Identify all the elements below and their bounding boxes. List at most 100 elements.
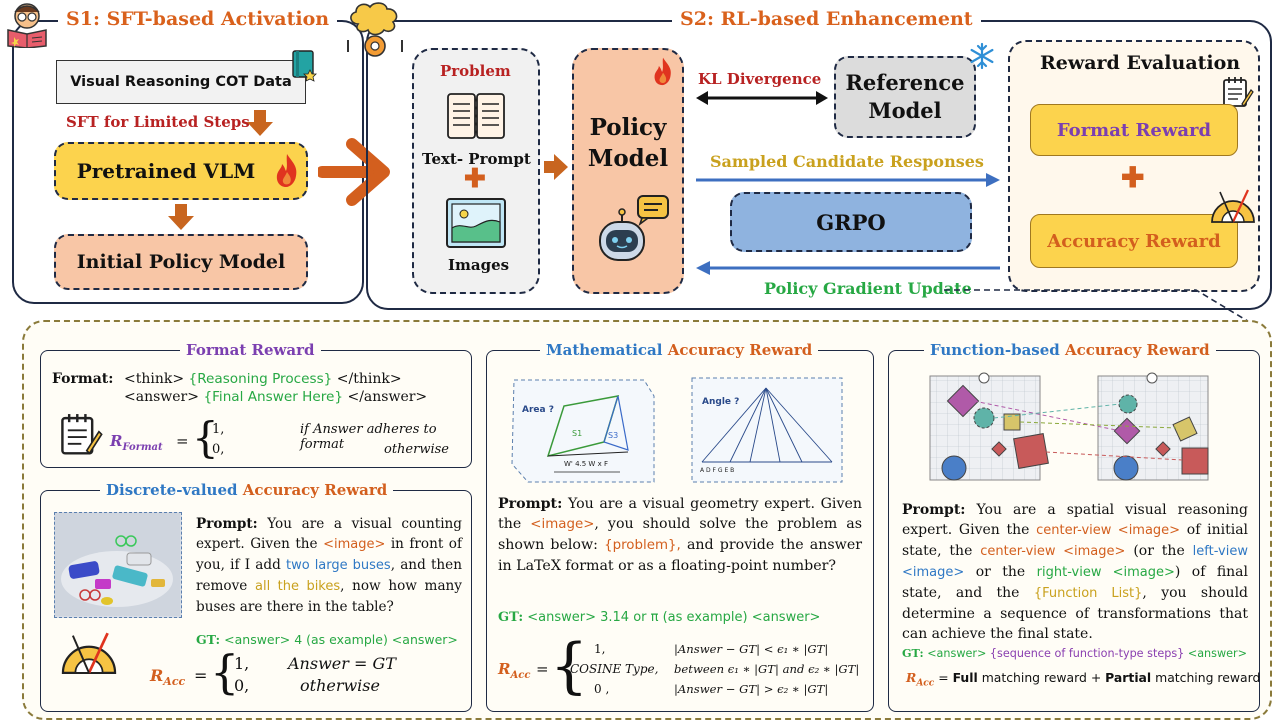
policy-model-label: Policy Model xyxy=(572,112,684,174)
discrete-title-b: Accuracy Reward xyxy=(242,481,388,499)
brace: { xyxy=(550,631,589,701)
sampled-candidate-label: Sampled Candidate Responses xyxy=(710,152,984,171)
kl-divergence-label: KL Divergence xyxy=(698,70,822,88)
two-buses-tag: two large buses xyxy=(286,558,391,573)
discrete-prompt: Prompt: You are a visual counting expert… xyxy=(196,514,462,617)
discrete-case2-cond: otherwise xyxy=(300,676,380,695)
geometry-area-image: Area ? S1 S3 W' 4.5 W x F xyxy=(508,376,658,486)
math-case2-val: COSINE Type, xyxy=(570,662,659,676)
discrete-title-a: Discrete-valued xyxy=(106,481,238,499)
function-prompt: Prompt: You are a spatial visual reasoni… xyxy=(902,500,1248,644)
math-case1-cond: |Answer − GT| < ϵ₁ ∗ |GT| xyxy=(674,642,829,656)
gt-label: GT: xyxy=(498,610,524,625)
math-p2: , you should solve the problem as shown … xyxy=(498,516,862,553)
math-title-a: Mathematical xyxy=(546,341,663,359)
gt-label: GT: xyxy=(196,632,221,647)
think-close: </think> xyxy=(336,371,402,387)
function-p5: ) of final state, and the xyxy=(902,564,1249,601)
math-formula: RAcc = { 1, |Answer − GT| < ϵ₁ ∗ |GT| CO… xyxy=(498,634,868,704)
problem-box xyxy=(412,48,540,294)
grpo-box: GRPO xyxy=(730,192,972,252)
landscape-image-icon xyxy=(444,196,508,250)
gt-text: <answer> 4 (as example) <answer> xyxy=(224,632,458,647)
partial-rest: matching reward xyxy=(1155,670,1261,685)
r-format-symbol: RFormat xyxy=(110,432,163,453)
svg-text:S1: S1 xyxy=(572,429,582,438)
discrete-p3: , and then remove xyxy=(196,557,462,594)
math-gt: GT: <answer> 3.14 or π (as example) <ans… xyxy=(498,610,820,625)
prompt-label: Prompt: xyxy=(902,502,966,518)
area-label: Area ? xyxy=(522,405,554,415)
function-formula: RAcc = Full matching reward + Partial ma… xyxy=(906,670,1260,688)
sft-label: SFT for Limited Steps xyxy=(66,113,250,131)
function-list-tag: {Function List} xyxy=(1033,586,1143,601)
reference-model-line2: Model xyxy=(868,98,942,123)
cot-data-label: Visual Reasoning COT Data xyxy=(70,74,292,90)
policy-model-line2: Model xyxy=(587,145,669,172)
eq-sign: = xyxy=(194,666,208,685)
spatial-scene-image xyxy=(926,370,1230,482)
gt-text: <answer> 3.14 or π (as example) <answer> xyxy=(527,610,821,625)
format-line-1: <think> {Reasoning Process} </think> xyxy=(124,371,402,387)
discrete-case1-cond: Answer = GT xyxy=(288,654,396,673)
book-icon xyxy=(290,48,320,82)
accuracy-reward-label: Accuracy Reward xyxy=(1047,230,1221,252)
math-p1: You are a visual geometry expert. Given … xyxy=(498,496,862,532)
policy-model-line1: Policy xyxy=(589,114,667,141)
flame-icon xyxy=(274,152,300,188)
right-image-tag: right-view <image> xyxy=(1036,565,1175,580)
images-label: Images xyxy=(448,256,510,274)
gt-text-c: <answer> xyxy=(1187,647,1247,660)
discrete-p1: You are a visual counting expert. Given … xyxy=(196,516,462,552)
policy-gradient-label: Policy Gradient Update xyxy=(764,279,972,298)
reference-model-line1: Reference xyxy=(845,70,965,95)
function-gt: GT: <answer> {sequence of function-type … xyxy=(902,646,1247,660)
format-line-2: <answer> {Final Answer Here} </answer> xyxy=(124,389,427,405)
center-image-tag-2: center-view <image> xyxy=(980,544,1126,559)
think-open: <think> xyxy=(124,371,185,387)
math-panel-title: Mathematical Accuracy Reward xyxy=(540,341,819,359)
pretrained-vlm-box: Pretrained VLM xyxy=(54,142,308,200)
format-reward-label: Format Reward xyxy=(1056,119,1212,141)
eq-sign: = xyxy=(536,660,549,678)
image-tag: <image> xyxy=(323,537,386,552)
format-formula: RFormat = { 1, if Answer adheres to form… xyxy=(110,413,470,464)
brace: { xyxy=(192,413,219,462)
policy-flame-icon xyxy=(652,56,674,86)
problem-to-policy-arrow xyxy=(542,152,570,186)
format-notepad-icon xyxy=(56,410,104,456)
r-acc-symbol: RAcc xyxy=(906,670,935,689)
counting-scene-image xyxy=(54,512,182,618)
function-title-a: Function-based xyxy=(930,341,1060,359)
answer-open: <answer> xyxy=(124,389,199,405)
snowflake-icon xyxy=(968,42,996,70)
gt-text-b: {sequence of function-type steps} xyxy=(989,647,1185,660)
format-case1-val: 1, xyxy=(212,422,225,437)
reasoning-tag: {Reasoning Process} xyxy=(188,371,333,387)
left-image-tag: left-view <image> xyxy=(902,544,1248,580)
eq-sign: = xyxy=(938,670,949,685)
math-case3-cond: |Answer − GT| > ϵ₂ ∗ |GT| xyxy=(674,682,829,696)
policy-gradient-arrow xyxy=(694,260,1000,280)
discrete-case2-val: 0, xyxy=(234,676,250,695)
problem-tag: {problem}, xyxy=(604,538,681,553)
function-p4: or the xyxy=(975,564,1026,580)
brace: { xyxy=(210,645,240,699)
r-acc-symbol: RAcc xyxy=(498,660,531,681)
format-case2-cond: otherwise xyxy=(384,442,449,457)
gt-text-a: <answer> xyxy=(927,647,987,660)
function-panel-title: Function-based Accuracy Reward xyxy=(924,341,1216,359)
discrete-case1-val: 1, xyxy=(234,654,250,673)
math-case1-val: 1, xyxy=(594,642,606,656)
prompt-label: Prompt: xyxy=(498,496,563,512)
s1-to-s2-arrow xyxy=(316,136,392,212)
function-p3: (or the xyxy=(1133,543,1185,559)
final-answer-tag: {Final Answer Here} xyxy=(203,389,344,405)
problem-label: Problem xyxy=(440,62,511,80)
discrete-protractor-icon xyxy=(58,628,120,678)
eq-sign: = xyxy=(176,432,189,450)
sft-arrow xyxy=(245,108,275,142)
function-p6: , you should determine a sequence of tra… xyxy=(902,585,1249,642)
geometry-angle-image: Angle ? A D F G E B xyxy=(690,376,844,484)
s1-title: S1: SFT-based Activation xyxy=(58,8,338,30)
